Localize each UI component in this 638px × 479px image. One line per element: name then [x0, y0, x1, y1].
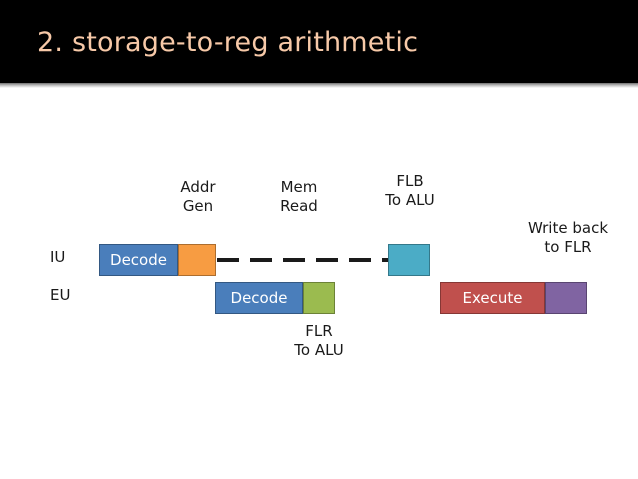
eu-decode-label: Decode — [230, 289, 288, 307]
page-title: 2. storage-to-reg arithmetic — [37, 27, 419, 58]
label-write-back-to-flr: Write back to FLR — [527, 219, 609, 256]
label-flr-to-alu: FLR To ALU — [294, 322, 344, 359]
iu-decode-label: Decode — [110, 251, 167, 269]
slide-title-band: 2. storage-to-reg arithmetic — [0, 0, 638, 83]
eu-flr-bar[interactable] — [303, 282, 335, 314]
label-mem-read: Mem Read — [280, 178, 318, 215]
label-flb-to-alu: FLB To ALU — [385, 172, 435, 209]
iu-dashed-connector — [217, 258, 388, 262]
eu-write-back-bar[interactable] — [545, 282, 587, 314]
iu-addr-gen-bar[interactable] — [178, 244, 216, 276]
pipeline-diagram: Addr Gen Mem Read FLB To ALU Write back … — [0, 88, 638, 479]
iu-decode-bar[interactable]: Decode — [99, 244, 178, 276]
row-label-iu: IU — [50, 248, 66, 266]
row-label-eu: EU — [50, 286, 71, 304]
title-divider — [0, 83, 638, 88]
iu-flb-bar[interactable] — [388, 244, 430, 276]
eu-execute-label: Execute — [462, 289, 523, 307]
eu-decode-bar[interactable]: Decode — [215, 282, 303, 314]
label-addr-gen: Addr Gen — [180, 178, 216, 215]
eu-execute-bar[interactable]: Execute — [440, 282, 545, 314]
